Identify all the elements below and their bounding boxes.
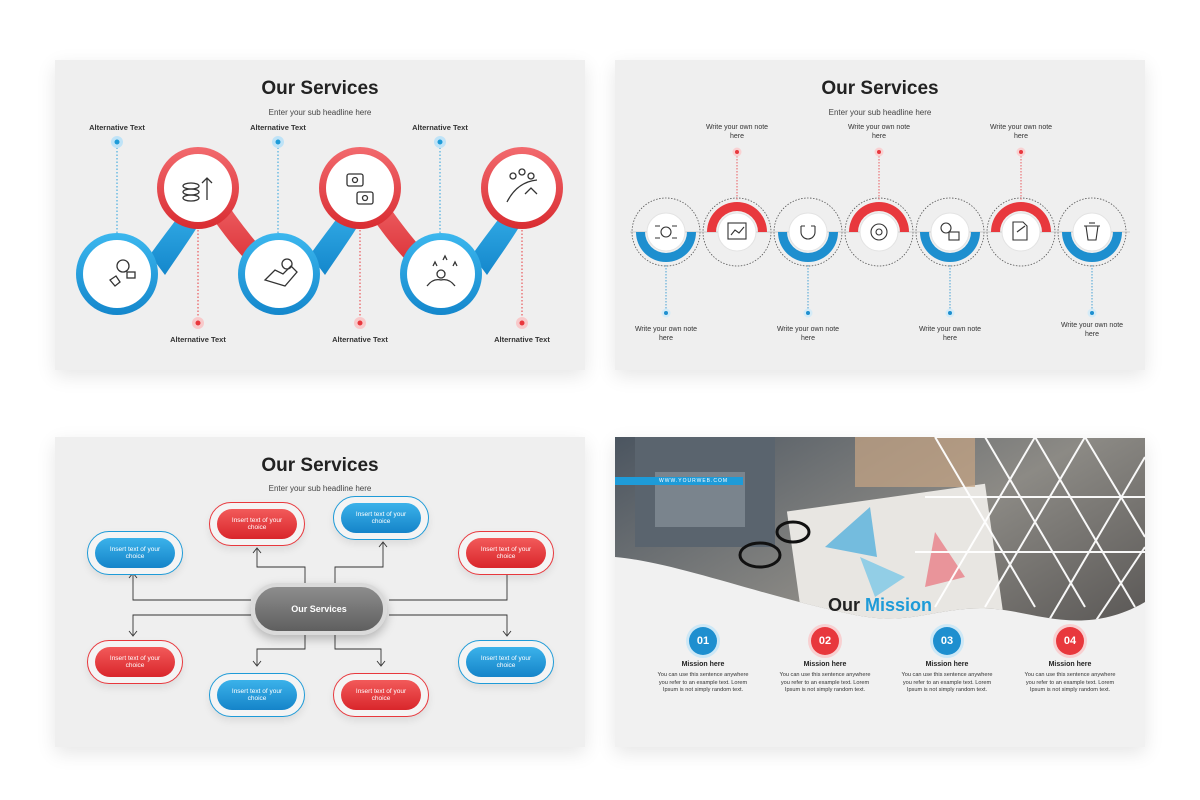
trash-recycle-icon (1084, 222, 1100, 241)
slide-title: Our Services (261, 78, 379, 99)
money-exchange-icon (940, 222, 960, 241)
mission-heading-1: Mission here (681, 661, 725, 668)
node-4 (319, 147, 401, 229)
slide-services-wave[interactable]: Our Services Enter your sub headline her… (55, 60, 585, 370)
service-item-3[interactable]: Insert text of your choice (95, 538, 175, 568)
coins-growth-icon (182, 177, 213, 202)
node-3 (238, 233, 320, 315)
magnet-icon (800, 225, 816, 240)
mission-text-3: You can use this sentence anywhere you r… (901, 672, 993, 693)
web-address[interactable]: WWW.YOURWEB.COM (659, 478, 729, 484)
bottom-label-1: Alternative Text (170, 335, 226, 344)
mission-text-4: You can use this sentence anywhere you r… (1024, 672, 1116, 693)
mission-text-1: You can use this sentence anywhere you r… (657, 672, 749, 693)
photo-header (615, 437, 1145, 621)
slide-title: Our Services (261, 455, 379, 476)
slide-services-timeline[interactable]: Our Services Enter your sub headline her… (615, 60, 1145, 370)
service-item-4[interactable]: Insert text of your choice (466, 538, 546, 568)
service-item-1[interactable]: Insert text of your choice (217, 509, 297, 539)
mission-number-2: 02 (811, 627, 839, 655)
service-item-6[interactable]: Insert text of your choice (466, 647, 546, 677)
slide-subtitle: Enter your sub headline here (268, 108, 372, 117)
bottom-note-4: Write your own note here (1060, 322, 1124, 338)
top-note-3: Write your own note here (989, 124, 1053, 140)
slide-our-mission[interactable]: WWW.YOURWEB.COM Our Mission 01 02 03 04 … (615, 437, 1145, 747)
service-item-8[interactable]: Insert text of your choice (341, 680, 421, 710)
progress-path-icon (506, 168, 538, 203)
mission-title-b: Mission (865, 595, 933, 615)
top-note-2: Write your own note here (847, 124, 911, 140)
timeline-diagram (630, 147, 1130, 318)
bottom-note-1: Write your own note here (634, 326, 698, 342)
node-5 (400, 233, 482, 315)
mission-title: Our Mission (615, 595, 1145, 616)
slide-subtitle: Enter your sub headline here (268, 484, 372, 493)
mission-heading-2: Mission here (803, 661, 847, 668)
gear-cycle-icon (870, 223, 888, 241)
top-label-2: Alternative Text (250, 123, 306, 132)
node-6 (481, 147, 563, 229)
slide-subtitle: Enter your sub headline here (828, 108, 932, 117)
mission-heading-3: Mission here (925, 661, 969, 668)
node-1 (76, 233, 158, 315)
hands-stars-icon (426, 254, 458, 287)
chart-report-icon (727, 222, 747, 240)
network-gear-icon (655, 225, 677, 239)
mission-number-3: 03 (933, 627, 961, 655)
mission-heading-4: Mission here (1048, 661, 1092, 668)
mindmap-connectors (128, 541, 512, 667)
top-label-3: Alternative Text (412, 123, 468, 132)
mission-title-a: Our (827, 595, 860, 615)
service-item-7[interactable]: Insert text of your choice (217, 680, 297, 710)
top-label-1: Alternative Text (89, 123, 145, 132)
top-note-1: Write your own note here (705, 124, 769, 140)
service-item-2[interactable]: Insert text of your choice (341, 503, 421, 533)
support-agent-icon (109, 259, 136, 287)
bottom-label-3: Alternative Text (494, 335, 550, 344)
bottom-label-2: Alternative Text (332, 335, 388, 344)
chat-users-icon (346, 173, 374, 205)
bottom-note-2: Write your own note here (776, 326, 840, 342)
mission-number-4: 04 (1056, 627, 1084, 655)
mission-number-1: 01 (689, 627, 717, 655)
document-pen-icon (1012, 221, 1028, 241)
slide-title: Our Services (821, 78, 939, 99)
bottom-note-3: Write your own note here (918, 326, 982, 342)
handshake-icon (263, 258, 298, 287)
wave-diagram (76, 136, 563, 329)
center-node[interactable]: Our Services (251, 583, 387, 635)
service-item-5[interactable]: Insert text of your choice (95, 647, 175, 677)
mission-text-2: You can use this sentence anywhere you r… (779, 672, 871, 693)
slide-services-mindmap[interactable]: Our Services Enter your sub headline her… (55, 437, 585, 747)
